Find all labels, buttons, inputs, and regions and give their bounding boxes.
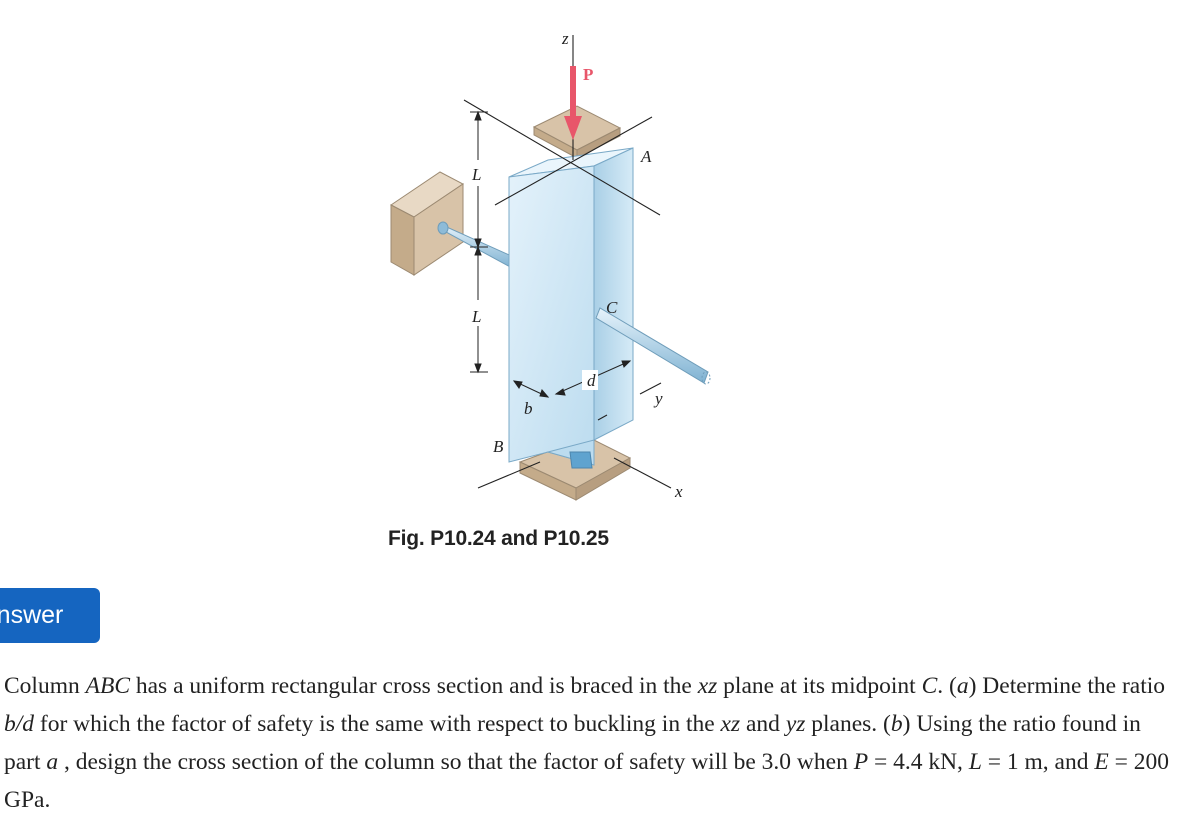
depth-label-d: d [587,371,596,390]
length-label-upper: L [471,165,481,184]
figure-caption: Fig. P10.24 and P10.25 [388,527,609,550]
load-label-p: P [583,65,593,84]
length-label-lower: L [471,307,481,326]
wall-support [390,171,464,276]
point-label-c: C [606,298,618,317]
load-arrow-p [564,66,582,140]
column-abc [508,147,634,469]
point-label-b: B [493,437,504,456]
point-label-a: A [640,147,652,166]
x-axis-label: x [674,482,683,501]
brace-rod-right [595,307,711,385]
problem-statement: Column ABC has a uniform rectangular cro… [4,673,1169,813]
answer-button-label: Answer [0,601,64,629]
z-axis-label: z [561,29,569,48]
dimension-lines [468,110,632,398]
top-plate [532,105,622,159]
width-label-b: b [524,399,533,418]
column-figure: z P A C B L L b d y x [390,29,711,501]
y-axis-label: y [653,389,663,408]
axes-lines [463,35,672,489]
answer-button[interactable]: Answer [0,588,100,643]
